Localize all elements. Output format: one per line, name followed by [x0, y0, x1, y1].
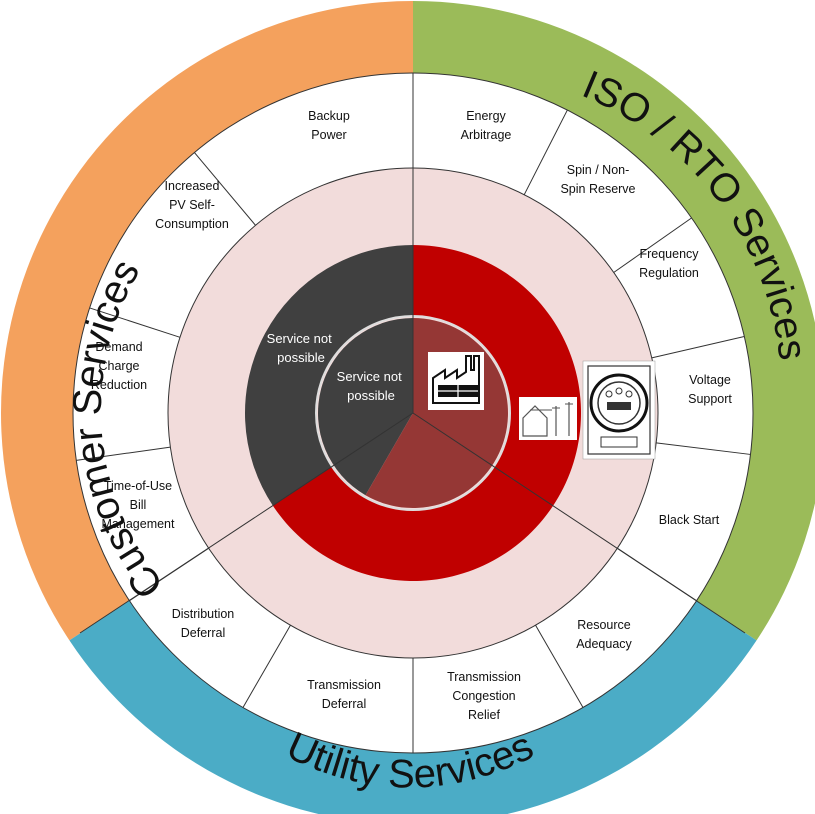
service-divider	[535, 624, 584, 708]
sector-line-bottom-left	[79, 412, 414, 634]
customer-services-band	[1, 1, 414, 641]
service-divider	[656, 442, 751, 455]
service-divider	[76, 446, 171, 461]
sector-line-bottom-right	[412, 412, 746, 634]
utility-services-band	[69, 600, 757, 814]
factory-icon	[428, 352, 484, 410]
iso-rto-services-band	[413, 1, 815, 641]
dark-ring-segment	[245, 245, 413, 506]
ring-note: Service not possible	[267, 331, 336, 365]
core-note: Service not possible	[337, 369, 406, 403]
service-divider	[89, 307, 181, 338]
service-label-black-start: Black Start	[659, 513, 720, 527]
red-ring-segment	[272, 245, 582, 581]
service-divider	[523, 109, 568, 195]
core-dark-segment	[318, 318, 413, 496]
service-label-spin-reserve: Spin / Non-Spin Reserve	[560, 163, 635, 196]
meter-icon	[582, 360, 656, 460]
service-divider	[242, 624, 291, 708]
service-divider	[651, 336, 745, 359]
service-divider	[613, 217, 692, 273]
service-divider	[194, 152, 256, 226]
house-icon	[519, 397, 577, 440]
